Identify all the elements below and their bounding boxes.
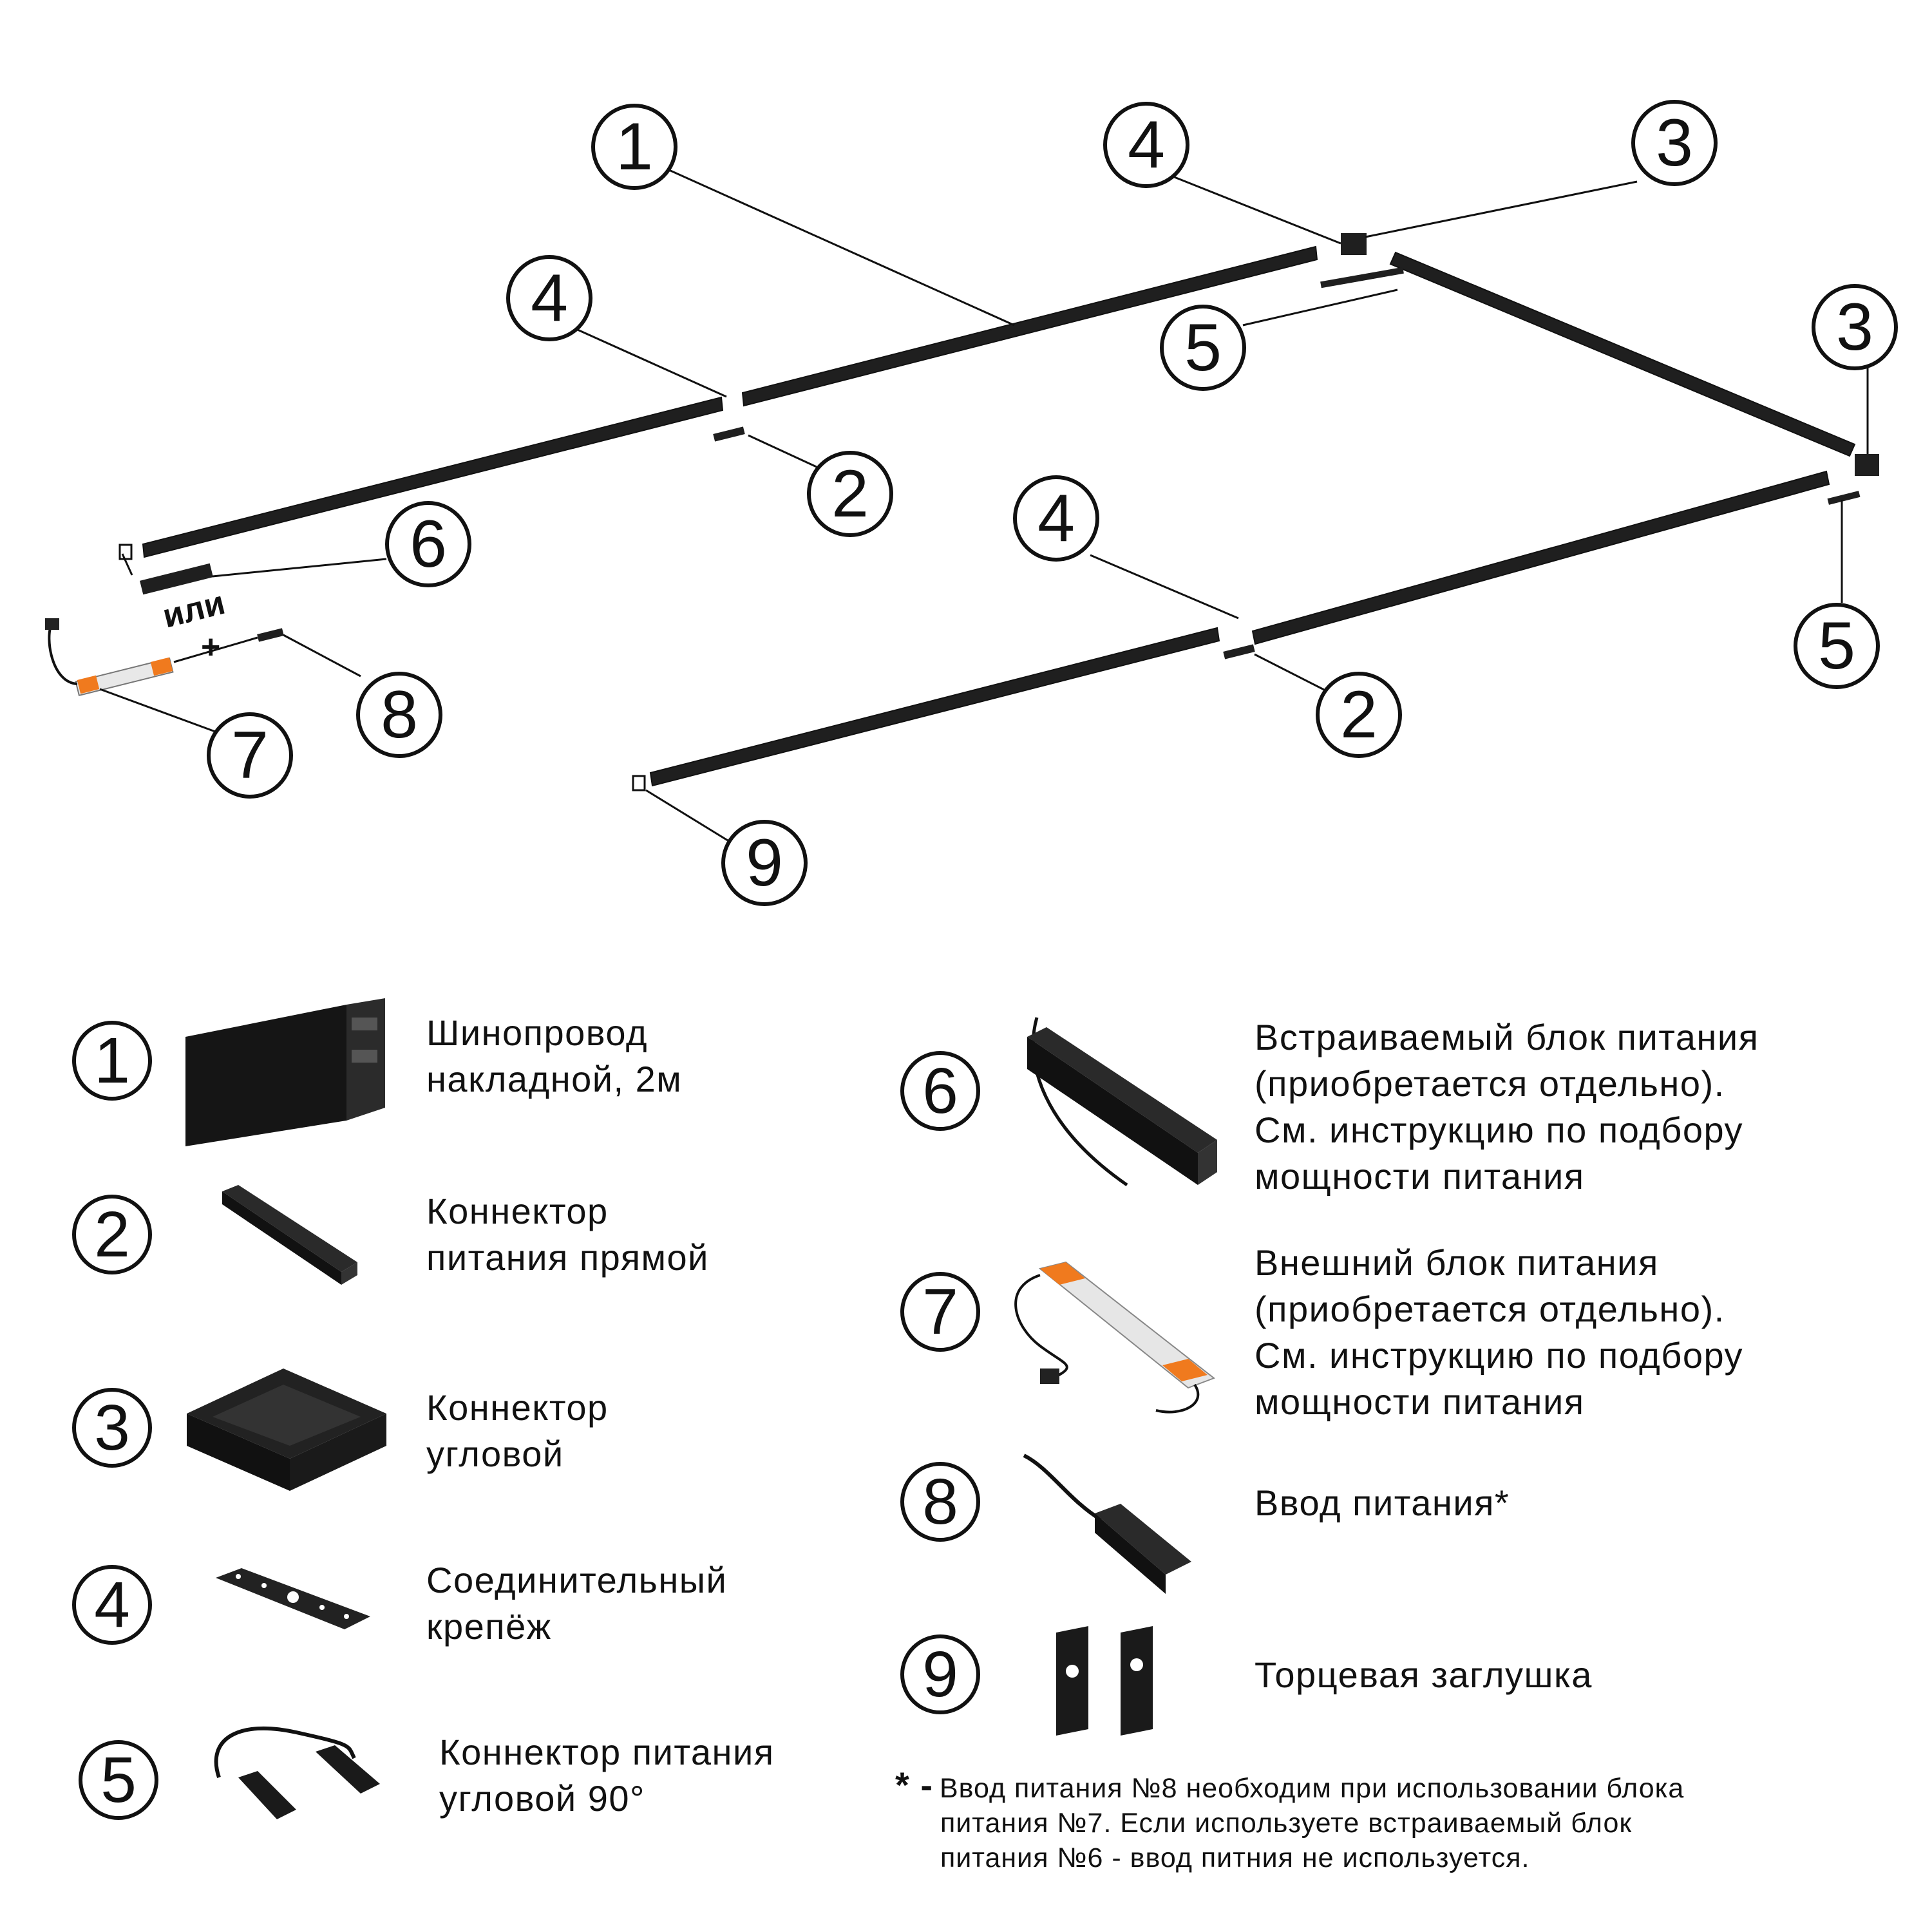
joint-bracket-thumbnail	[216, 1568, 370, 1629]
footnote-line-3: питания №6 - ввод питния не используется…	[940, 1842, 1530, 1873]
track-segments	[142, 245, 1856, 787]
legend-badge-5: 5	[79, 1740, 158, 1820]
legend-label-3: Коннектор угловой	[426, 1387, 609, 1474]
straight-connector-top	[713, 426, 745, 442]
callout-4-bottom: 4	[1037, 481, 1075, 556]
small-parts	[118, 233, 1879, 791]
callout-2-bottom: 2	[1340, 677, 1378, 752]
legend-label-4: Соединительный крепёж	[426, 1560, 728, 1647]
corner-connector-thumbnail	[187, 1368, 386, 1491]
builtin-psu-thumbnail	[1027, 1017, 1217, 1187]
callout-circles	[207, 100, 1898, 906]
straight-connector-bottom	[1223, 644, 1255, 659]
straight-connector-thumbnail	[222, 1185, 357, 1285]
track-assembly-diagram: или + 1 4 2 4 3 5 3 5 4 2 6 7 8 9	[45, 100, 1898, 906]
legend-label-9: Торцевая заглушка	[1255, 1654, 1593, 1695]
callout-8: 8	[381, 677, 418, 752]
legend-badge-7: 7	[900, 1272, 980, 1352]
callout-3-top: 3	[1656, 106, 1693, 180]
legend-badge-8: 8	[900, 1462, 980, 1542]
end-cap-left-top	[118, 544, 133, 560]
corner-power-connector-right	[1827, 491, 1861, 505]
callout-5-top: 5	[1184, 310, 1222, 385]
leader-lines	[99, 166, 1869, 842]
power-input-thumbnail	[1023, 1454, 1191, 1594]
callout-6: 6	[410, 507, 447, 582]
legend-label-1: Шинопровод накладной, 2м	[426, 1012, 683, 1099]
track-segment-bottom-left	[649, 627, 1220, 787]
corner-connector-top	[1341, 233, 1367, 255]
legend-label-8: Ввод питания*	[1255, 1482, 1510, 1523]
track-segment-bottom-right	[1251, 470, 1830, 645]
footnote-line-1: Ввод питания №8 необходим при использова…	[940, 1773, 1685, 1804]
track-segment-top-middle	[741, 245, 1318, 407]
external-psu-small	[45, 618, 258, 697]
legend-label-2: Коннектор питания прямой	[426, 1191, 709, 1278]
callout-4-left: 4	[531, 261, 568, 336]
callout-5-right: 5	[1818, 609, 1855, 683]
legend-label-6: Встраиваемый блок питания (приобретается…	[1255, 1017, 1759, 1197]
track-thumbnail	[185, 998, 385, 1146]
plus-label: +	[201, 629, 220, 666]
callout-4-top: 4	[1128, 108, 1165, 182]
end-cap-bottom	[632, 775, 646, 791]
legend-badge-3: 3	[72, 1388, 152, 1468]
builtin-psu-small	[140, 563, 213, 595]
footnote: * -Ввод питания №8 необходим при использ…	[895, 1765, 1685, 1875]
corner-power-connector-top	[1320, 267, 1404, 289]
callout-1: 1	[616, 109, 653, 184]
callout-3-right: 3	[1836, 290, 1873, 365]
or-label: или	[159, 584, 229, 636]
legend-badge-4: 4	[72, 1565, 152, 1645]
callout-2-top: 2	[831, 457, 869, 531]
callout-numbers: 1 4 2 4 3 5 3 5 4 2 6 7 8 9	[231, 106, 1873, 900]
track-segment-left-lower	[142, 396, 724, 558]
legend-badge-6: 6	[900, 1051, 980, 1131]
legend-badge-2: 2	[72, 1195, 152, 1274]
power-input-small	[257, 628, 284, 642]
track-segment-right-diagonal	[1389, 251, 1856, 457]
footnote-line-2: питания №7. Если используете встраиваемы…	[940, 1808, 1633, 1839]
external-psu-thumbnail	[1014, 1261, 1216, 1414]
end-cap-thumbnail	[1056, 1626, 1153, 1736]
legend-label-5: Коннектор питания угловой 90°	[439, 1732, 775, 1819]
callout-7: 7	[231, 718, 269, 793]
footnote-star: * -	[895, 1765, 933, 1805]
callout-9: 9	[746, 826, 783, 900]
legend-badge-9: 9	[900, 1634, 980, 1714]
corner-power-connector-thumbnail	[214, 1726, 380, 1819]
corner-connector-right	[1855, 454, 1879, 476]
legend-badge-1: 1	[72, 1021, 152, 1101]
legend-label-7: Внешний блок питания (приобретается отде…	[1255, 1242, 1744, 1422]
